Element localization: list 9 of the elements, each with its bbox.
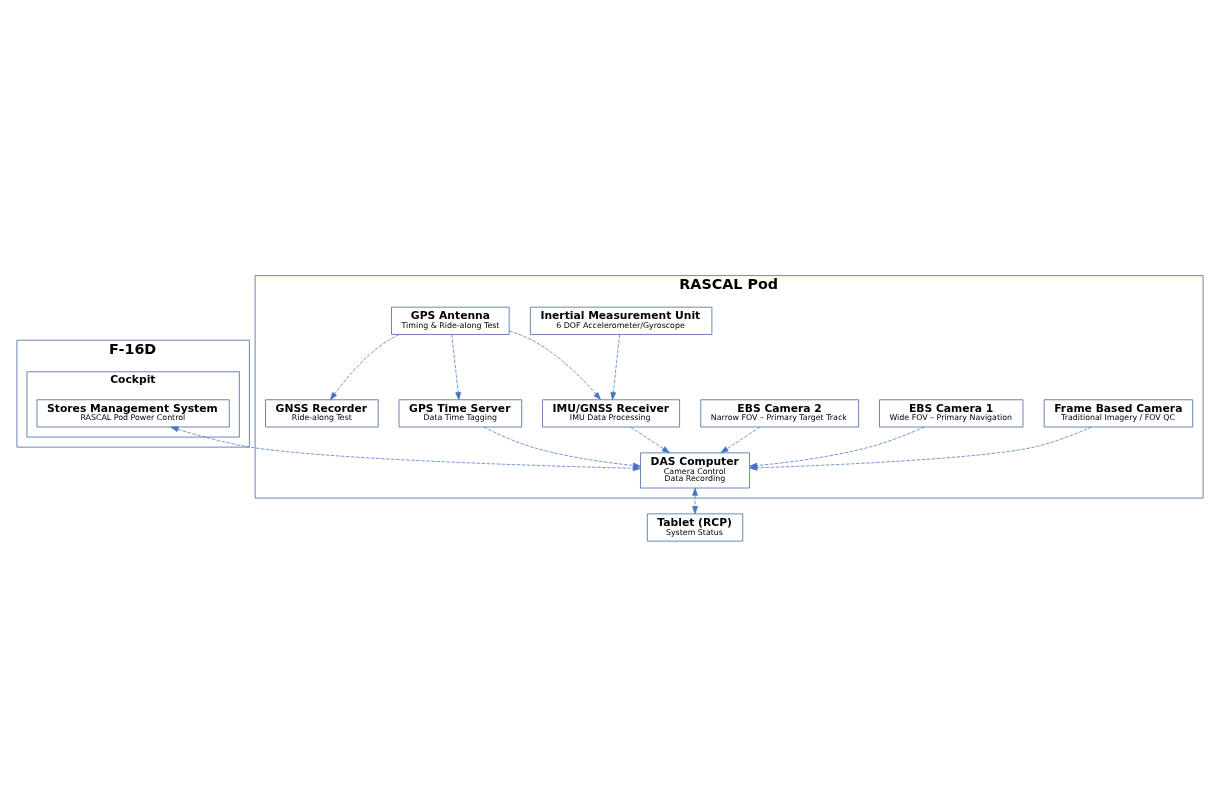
arrow (610, 333, 621, 400)
arrow (508, 330, 601, 400)
arrow (451, 333, 461, 400)
arrow (483, 426, 641, 468)
arrow (330, 333, 400, 400)
arrow (630, 426, 670, 453)
arrow (692, 487, 698, 514)
arrow (749, 426, 925, 468)
arrow (720, 426, 761, 453)
